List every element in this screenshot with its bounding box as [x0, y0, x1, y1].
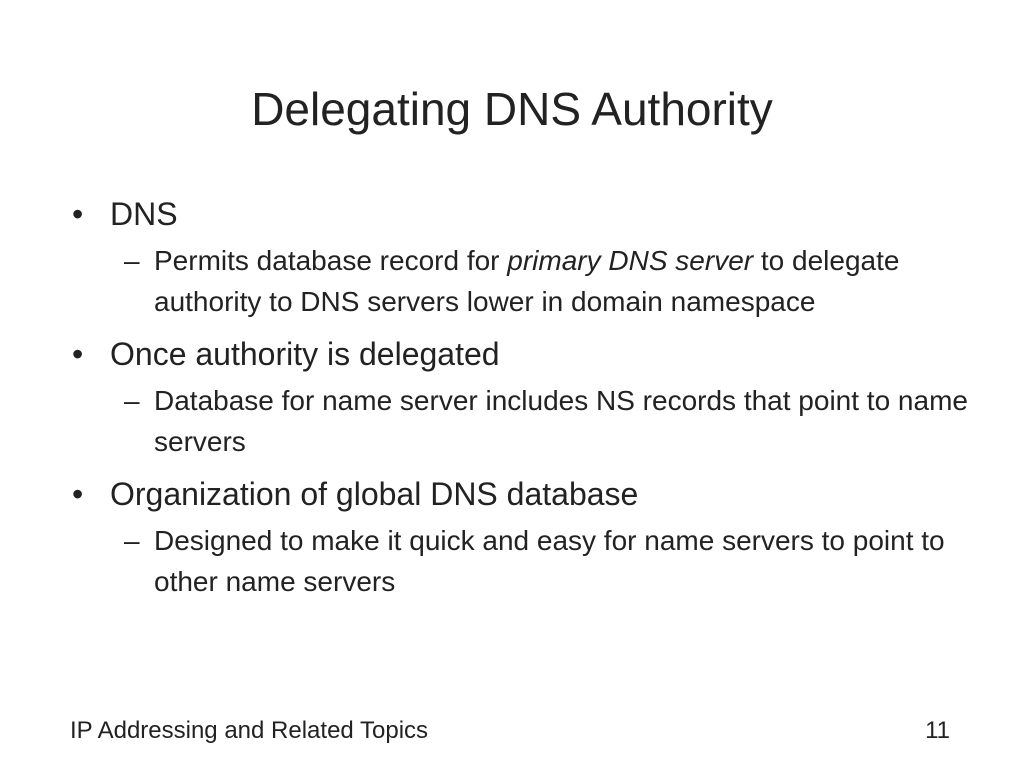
sub-bullet-item: – Permits database record for primary DN… [110, 240, 972, 322]
sub-bullet-text-after: to delegate authority to DNS servers low… [154, 245, 900, 317]
page-number: 11 [925, 717, 950, 744]
slide-title: Delegating DNS Authority [251, 83, 773, 135]
bullet-marker: • [72, 196, 84, 232]
bullet-list: • DNS – Permits database record for prim… [72, 192, 972, 612]
bullet-item-authority-delegated: • Once authority is delegated – Database… [72, 332, 972, 462]
bullet-item-organization: • Organization of global DNS database – … [72, 472, 972, 602]
bullet-text: DNS [110, 196, 178, 232]
sub-bullet-list: – Permits database record for primary DN… [110, 240, 972, 322]
dash-marker: – [124, 385, 140, 416]
bullet-text: Once authority is delegated [110, 336, 500, 372]
bullet-text: Organization of global DNS database [110, 476, 639, 512]
bullet-marker: • [72, 476, 84, 512]
sub-bullet-text: Database for name server includes NS rec… [154, 385, 968, 457]
sub-bullet-list: – Designed to make it quick and easy for… [110, 520, 972, 602]
dash-marker: – [124, 525, 140, 556]
sub-bullet-text-before: Permits database record for [154, 245, 508, 276]
dash-marker: – [124, 245, 140, 276]
sub-bullet-list: – Database for name server includes NS r… [110, 380, 972, 462]
bullet-marker: • [72, 336, 84, 372]
sub-bullet-text: Designed to make it quick and easy for n… [154, 525, 945, 597]
sub-bullet-item: – Database for name server includes NS r… [110, 380, 972, 462]
footer-title: IP Addressing and Related Topics [70, 717, 429, 744]
bullet-item-dns: • DNS – Permits database record for prim… [72, 192, 972, 322]
sub-bullet-item: – Designed to make it quick and easy for… [110, 520, 972, 602]
sub-bullet-emphasis: primary DNS server [507, 245, 754, 276]
